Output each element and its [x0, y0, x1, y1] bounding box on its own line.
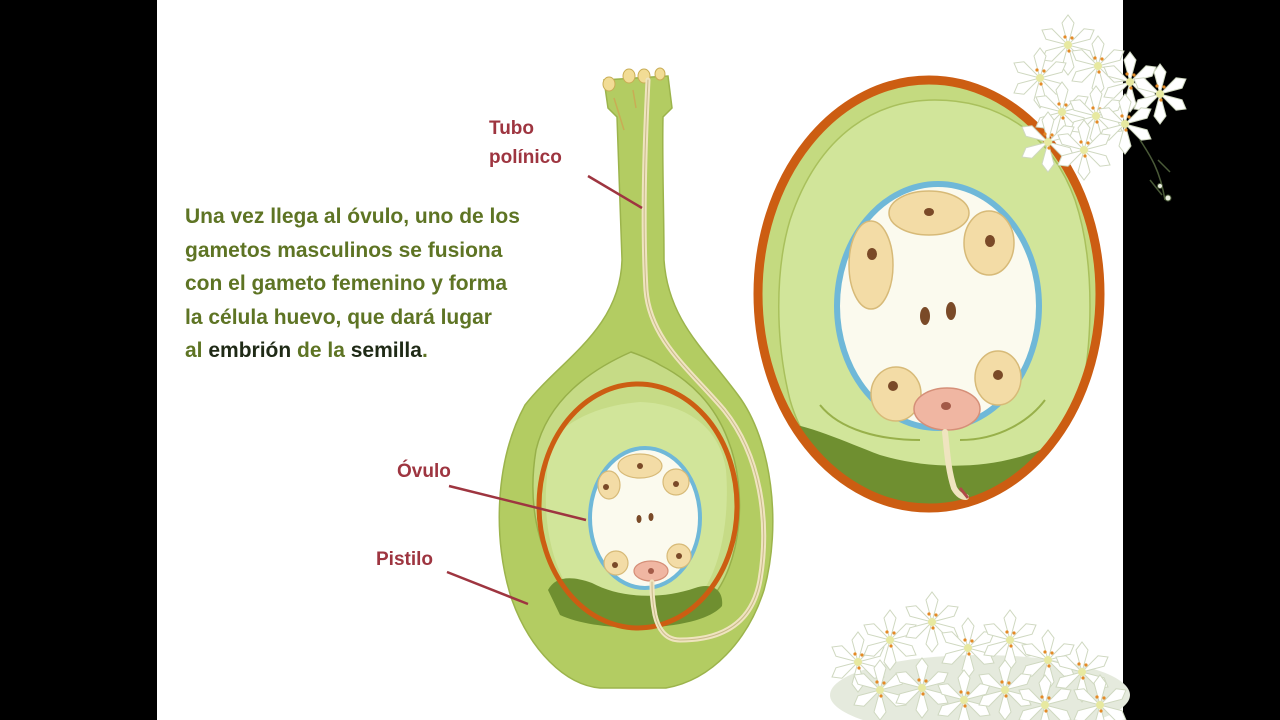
label-ovulo: Óvulo [397, 461, 451, 482]
label-pistilo: Pistilo [376, 549, 434, 570]
description-line-2: gametos masculinos se fusiona [185, 238, 503, 262]
description-line-3: con el gameto femenino y forma [185, 272, 508, 295]
ovule-ring [536, 381, 740, 631]
label-tubo-polinico: Tubo polínico [489, 114, 562, 172]
description-text: Una vez llega al óvulo, uno de los gamet… [185, 200, 605, 368]
pollen-tube-zoom [942, 429, 969, 500]
pistil [498, 67, 774, 689]
description-line-5-mid: de la [291, 339, 351, 362]
description-line-4: la célula huevo, que dará lugar [185, 305, 492, 329]
tubo-leader [587, 174, 643, 210]
lily-decoration-bottom [828, 591, 1130, 720]
ovulo-leader [448, 484, 587, 522]
description-line-1: Una vez llega al óvulo, uno de los [185, 205, 520, 228]
embryo-sac-zoom-cells [848, 190, 1022, 431]
embryo-sac-small [588, 446, 702, 590]
description-line-5: al embrión de la semilla. [185, 334, 605, 368]
term-semilla: semilla [350, 339, 422, 362]
leader-lines [446, 174, 643, 606]
label-tubo-line1: Tubo [489, 118, 535, 139]
pistilo-leader [446, 570, 529, 606]
lily-decoration-top [1010, 14, 1190, 202]
term-embrion: embrión [208, 339, 292, 362]
description-line-5-prefix: al [185, 339, 209, 362]
ovule-zoom [753, 75, 1105, 513]
description-line-5-suffix: . [421, 339, 428, 362]
label-tubo-line2: polínico [489, 147, 562, 168]
